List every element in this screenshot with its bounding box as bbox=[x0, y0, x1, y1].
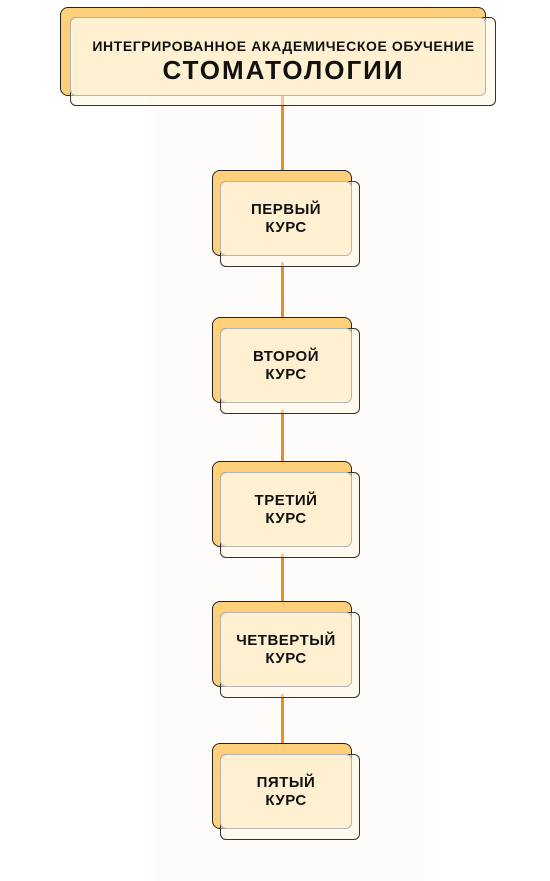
course-node-5-inner-shape bbox=[220, 754, 352, 829]
root-node-label: ИНТЕГРИРОВАННОЕ АКАДЕМИЧЕСКОЕ ОБУЧЕНИЕ С… bbox=[70, 31, 497, 91]
course-1-line-1: ПЕРВЫЙ bbox=[250, 200, 322, 218]
connector-course-3-to-course-4 bbox=[281, 554, 284, 603]
course-node-3-label: ТРЕТИЙ КУРС bbox=[220, 472, 352, 547]
connector-course-4-to-course-5 bbox=[281, 694, 284, 746]
course-1-line-2: КУРС bbox=[265, 218, 307, 236]
connector-root-to-course-1 bbox=[281, 96, 284, 172]
course-2-line-2: КУРС bbox=[265, 365, 307, 383]
course-3-line-1: ТРЕТИЙ bbox=[254, 491, 318, 509]
course-node-2: ВТОРОЙ КУРС bbox=[212, 317, 360, 414]
root-node-inner-shape bbox=[70, 17, 486, 96]
root-title-line-2: СТОМАТОЛОГИИ bbox=[162, 55, 405, 85]
course-5-line-1: ПЯТЫЙ bbox=[256, 773, 316, 791]
course-3-line-2: КУРС bbox=[265, 509, 307, 527]
root-title-line-1: ИНТЕГРИРОВАННОЕ АКАДЕМИЧЕСКОЕ ОБУЧЕНИЕ bbox=[92, 38, 475, 54]
course-node-3-inner-shape bbox=[220, 472, 352, 547]
root-node: ИНТЕГРИРОВАННОЕ АКАДЕМИЧЕСКОЕ ОБУЧЕНИЕ С… bbox=[60, 7, 497, 107]
course-node-3: ТРЕТИЙ КУРС bbox=[212, 461, 360, 558]
course-node-4-label: ЧЕТВЕРТЫЙ КУРС bbox=[220, 612, 352, 687]
course-node-2-label: ВТОРОЙ КУРС bbox=[220, 328, 352, 403]
course-node-2-inner-shape bbox=[220, 328, 352, 403]
course-4-line-1: ЧЕТВЕРТЫЙ bbox=[236, 631, 336, 649]
course-4-line-2: КУРС bbox=[265, 649, 307, 667]
course-node-4: ЧЕТВЕРТЫЙ КУРС bbox=[212, 601, 360, 698]
connector-course-1-to-course-2 bbox=[281, 262, 284, 319]
course-2-line-1: ВТОРОЙ bbox=[253, 347, 319, 365]
course-node-5: ПЯТЫЙ КУРС bbox=[212, 743, 360, 840]
course-node-4-inner-shape bbox=[220, 612, 352, 687]
course-node-5-label: ПЯТЫЙ КУРС bbox=[220, 754, 352, 829]
course-5-line-2: КУРС bbox=[265, 791, 307, 809]
course-node-1-inner-shape bbox=[220, 181, 352, 256]
course-node-1: ПЕРВЫЙ КУРС bbox=[212, 170, 360, 267]
connector-course-2-to-course-3 bbox=[281, 410, 284, 463]
course-node-1-label: ПЕРВЫЙ КУРС bbox=[220, 181, 352, 256]
